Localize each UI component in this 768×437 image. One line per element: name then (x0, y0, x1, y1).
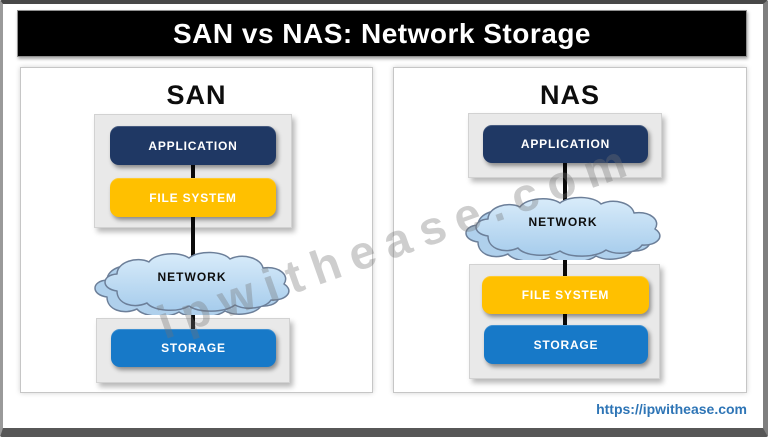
san-network-cloud: NETWORK (87, 249, 297, 315)
san-network-label: NETWORK (157, 270, 227, 284)
page-title: SAN vs NAS: Network Storage (172, 17, 592, 49)
cloud-icon (465, 196, 661, 260)
nas-network-label: NETWORK (528, 215, 598, 229)
nas-application-box: APPLICATION (483, 125, 648, 163)
nas-storage-box: STORAGE (484, 325, 648, 364)
san-panel-title: SAN (166, 80, 227, 110)
san-file-system-box: FILE SYSTEM (110, 178, 276, 217)
nas-connector-filesystem-storage (563, 312, 567, 327)
nas-storage-label: STORAGE (533, 337, 599, 352)
san-application-box: APPLICATION (110, 126, 276, 165)
san-application-label: APPLICATION (148, 138, 238, 153)
nas-panel: NAS APPLICATION FILE SYSTEM STORAGE (393, 67, 747, 393)
nas-application-label: APPLICATION (520, 137, 611, 151)
san-connector-filesystem-network (191, 215, 195, 265)
site-link[interactable]: https://ipwithease.com (596, 401, 747, 417)
nas-file-system-box: FILE SYSTEM (482, 276, 649, 314)
san-storage-box: STORAGE (111, 329, 276, 367)
cloud-icon (94, 251, 290, 315)
nas-network-cloud: NETWORK (458, 194, 668, 260)
title-bar: SAN vs NAS: Network Storage (17, 10, 747, 57)
san-connector-application-filesystem (191, 163, 195, 180)
san-panel: SAN APPLICATION FILE SYSTEM STORAGE (20, 67, 373, 393)
nas-connector-application-network (563, 161, 567, 206)
san-storage-label: STORAGE (161, 341, 226, 355)
nas-file-system-label: FILE SYSTEM (521, 288, 610, 302)
san-file-system-label: FILE SYSTEM (149, 190, 237, 205)
nas-panel-title: NAS (539, 80, 600, 110)
